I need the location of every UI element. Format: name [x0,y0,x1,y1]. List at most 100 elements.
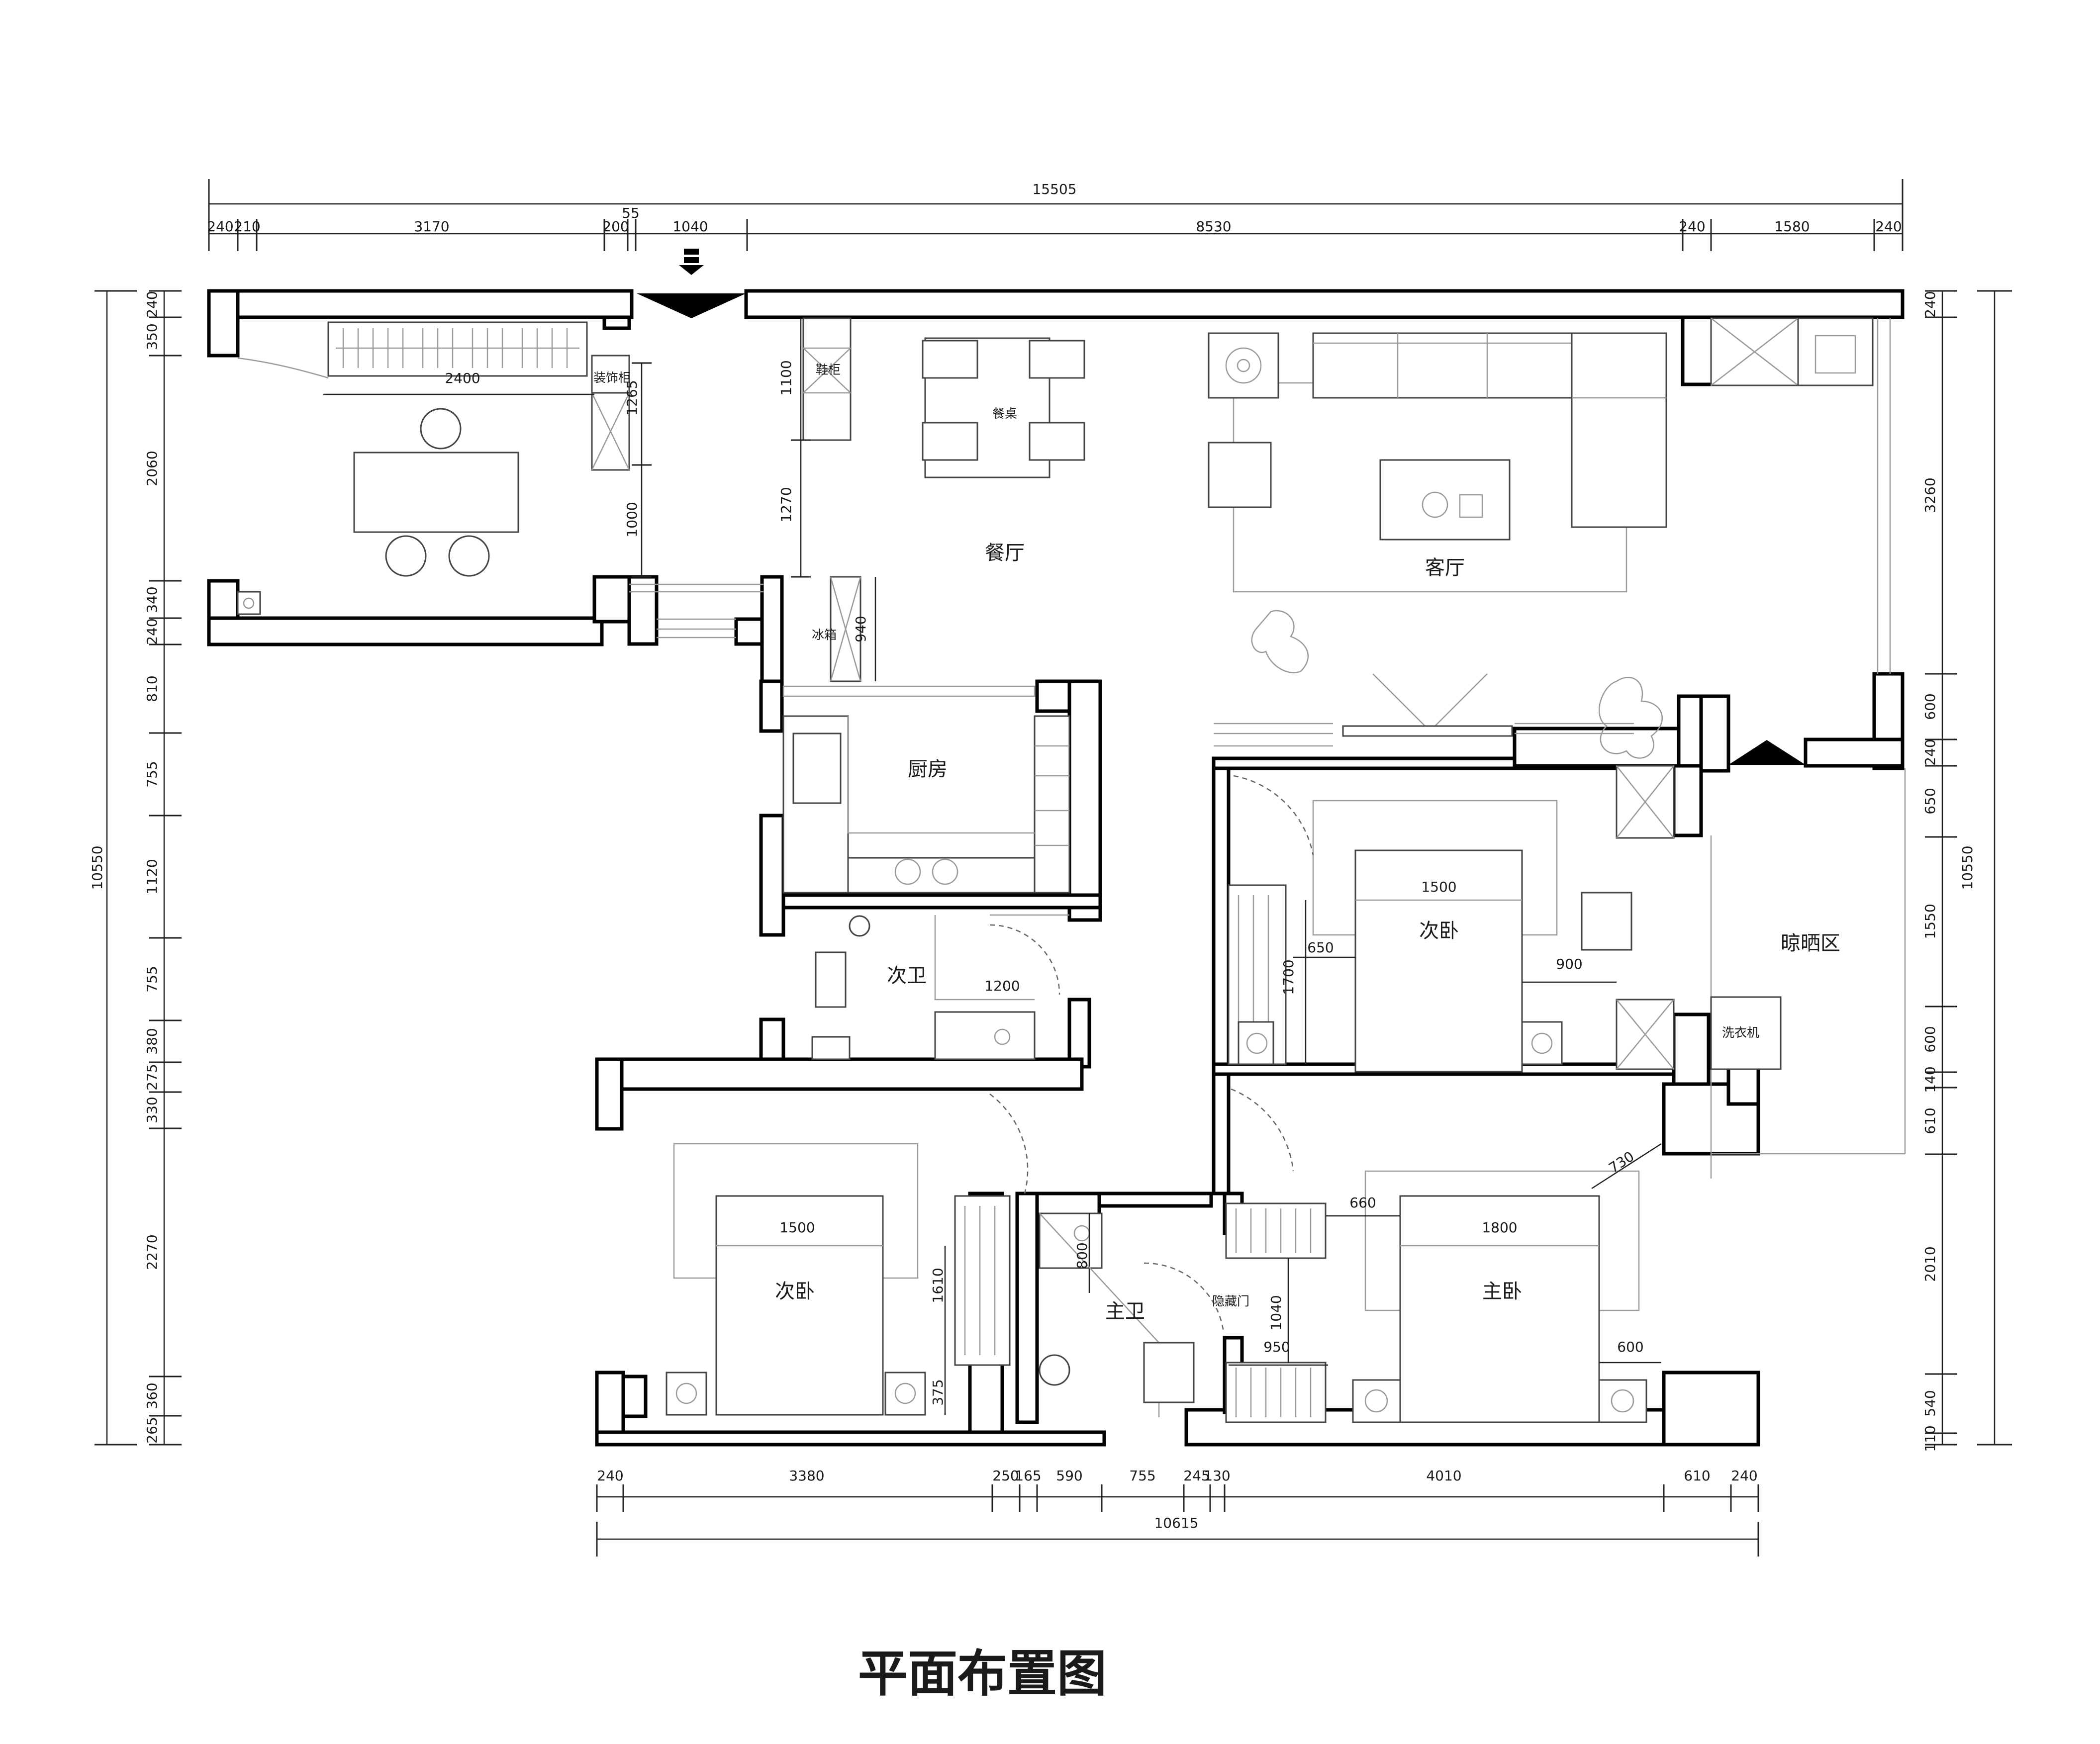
living-room-label: 客厅 [1425,556,1465,579]
left-dim-10: 275 [144,1064,160,1090]
bottom-dim-1: 3380 [789,1468,824,1484]
top-dim-0: 240 [207,218,233,235]
master-bath-furniture [1039,1212,1225,1417]
top-dim-4: 55 [622,205,640,221]
fridge-label: 冰箱 [812,628,837,642]
drawing-title: 平面布置图 [858,1645,1107,1703]
left-dim-13: 360 [144,1382,160,1409]
bottom-total-dim: 10615 [1154,1515,1198,1531]
total-width-dim: 15505 [1032,181,1076,197]
ne-bedroom-furniture [1228,765,1675,1073]
dining-furniture [791,317,1085,682]
ne-dim-650: 650 [1307,939,1334,956]
mb-dim-950: 950 [1263,1339,1290,1355]
dining-room-label: 餐厅 [985,542,1025,564]
study-door-area [629,583,764,639]
master-bedroom-furniture [1225,1088,1662,1423]
sw-bed-dim-1500: 1500 [779,1219,815,1236]
left-total-dim: 10550 [89,845,105,890]
study-desk-dim: 2400 [445,370,480,386]
right-dim-2: 600 [1922,693,1938,720]
top-dim-5: 1040 [672,218,708,235]
right-dim-6: 600 [1922,1026,1938,1052]
entrance-triangle [637,293,746,318]
sw-bedroom-furniture [666,1093,1029,1416]
study-dim-1265: 1265 [624,380,640,415]
bottom-dim-ticks [596,1484,1759,1512]
washer-label: 洗衣机 [1722,1025,1759,1040]
bottom-dim-7: 130 [1204,1468,1230,1484]
dining-table-label: 餐桌 [992,406,1017,421]
ne-bed-dim-1500: 1500 [1421,879,1456,895]
kitchen-label: 厨房 [908,758,948,781]
master-bath-label: 主卫 [1105,1300,1145,1323]
top-dim-labels: 240 210 3170 200 55 1040 8530 240 1580 2… [207,205,1902,235]
top-dim-8: 1580 [1774,218,1810,235]
mb-dim-730: 730 [1606,1148,1637,1177]
bottom-dim-8: 4010 [1426,1468,1461,1484]
top-dim-1: 210 [234,218,260,235]
bottom-dim-4: 590 [1056,1468,1082,1484]
ne-dim-900: 900 [1556,956,1582,972]
dining-dim-1100: 1100 [778,360,794,395]
bath2-label: 次卫 [887,964,927,987]
hidden-door-label: 隐藏门 [1212,1294,1249,1308]
bottom-dim-6: 245 [1183,1468,1210,1484]
left-dim-12: 2270 [144,1234,160,1270]
bottom-dim-0: 240 [597,1468,623,1484]
right-dim-0: 240 [1922,291,1938,317]
ne-dim-1700: 1700 [1280,959,1297,995]
bottom-dim-labels: 240 3380 250 165 590 755 245 130 4010 61… [597,1468,1757,1484]
top-dim-6: 8530 [1196,218,1231,235]
mb-dim-600: 600 [1617,1339,1643,1355]
drying-area-label: 晾晒区 [1781,932,1840,955]
bottom-dim-2: 250 [992,1468,1019,1484]
left-dim-14: 265 [144,1417,160,1443]
left-dim-4: 240 [144,618,160,644]
left-dim-8: 755 [144,966,160,992]
sw-dim-1610: 1610 [930,1268,946,1303]
mb-dim-1040: 1040 [1268,1295,1284,1330]
study-furniture [237,321,630,615]
dimension-lines [95,179,2012,1557]
right-dim-4: 650 [1922,788,1938,814]
master-bedroom-label: 主卧 [1482,1280,1522,1303]
sw-dim-375: 375 [930,1379,946,1405]
right-dim-labels: 240 3260 600 240 650 1550 600 140 610 20… [1922,291,1938,1452]
right-dim-11: 110 [1922,1425,1938,1452]
top-dim-ticks [208,219,1904,251]
left-dim-0: 240 [144,291,160,317]
sw-bedroom-label: 次卧 [775,1280,815,1303]
left-dim-1: 350 [144,323,160,350]
left-dim-5: 810 [144,675,160,702]
study-dim-1000: 1000 [624,502,640,537]
left-dim-6: 755 [144,761,160,787]
mb-bed-dim-1800: 1800 [1482,1219,1517,1236]
right-dim-7: 140 [1922,1066,1938,1093]
bottom-dim-9: 610 [1684,1468,1710,1484]
right-dim-1: 3260 [1922,477,1938,513]
top-dim-3: 200 [602,218,629,235]
drying-area-furniture [1710,317,1906,1179]
left-dim-7: 1120 [144,859,160,894]
bottom-dim-3: 165 [1015,1468,1041,1484]
left-dim-ticks [149,290,182,1446]
mb-dim-660: 660 [1349,1194,1376,1211]
ne-bedroom-label: 次卧 [1419,919,1459,942]
mbath-dim-800: 800 [1074,1242,1090,1269]
left-dim-9: 380 [144,1028,160,1054]
right-dim-3: 240 [1922,739,1938,765]
bottom-dim-5: 755 [1129,1468,1155,1484]
right-dim-5: 1550 [1922,904,1938,939]
entry-arrow-icon [679,249,704,275]
right-dim-8: 610 [1922,1107,1938,1134]
shoe-cabinet-label: 鞋柜 [816,363,841,377]
bottom-dim-10: 240 [1731,1468,1757,1484]
balcony-door-triangle [1728,740,1806,765]
right-dim-9: 2010 [1922,1246,1938,1282]
left-dim-11: 330 [144,1097,160,1123]
left-dim-2: 2060 [144,451,160,486]
right-total-dim: 10550 [1959,845,1976,890]
top-dim-9: 240 [1875,218,1902,235]
left-dim-3: 340 [144,586,160,613]
